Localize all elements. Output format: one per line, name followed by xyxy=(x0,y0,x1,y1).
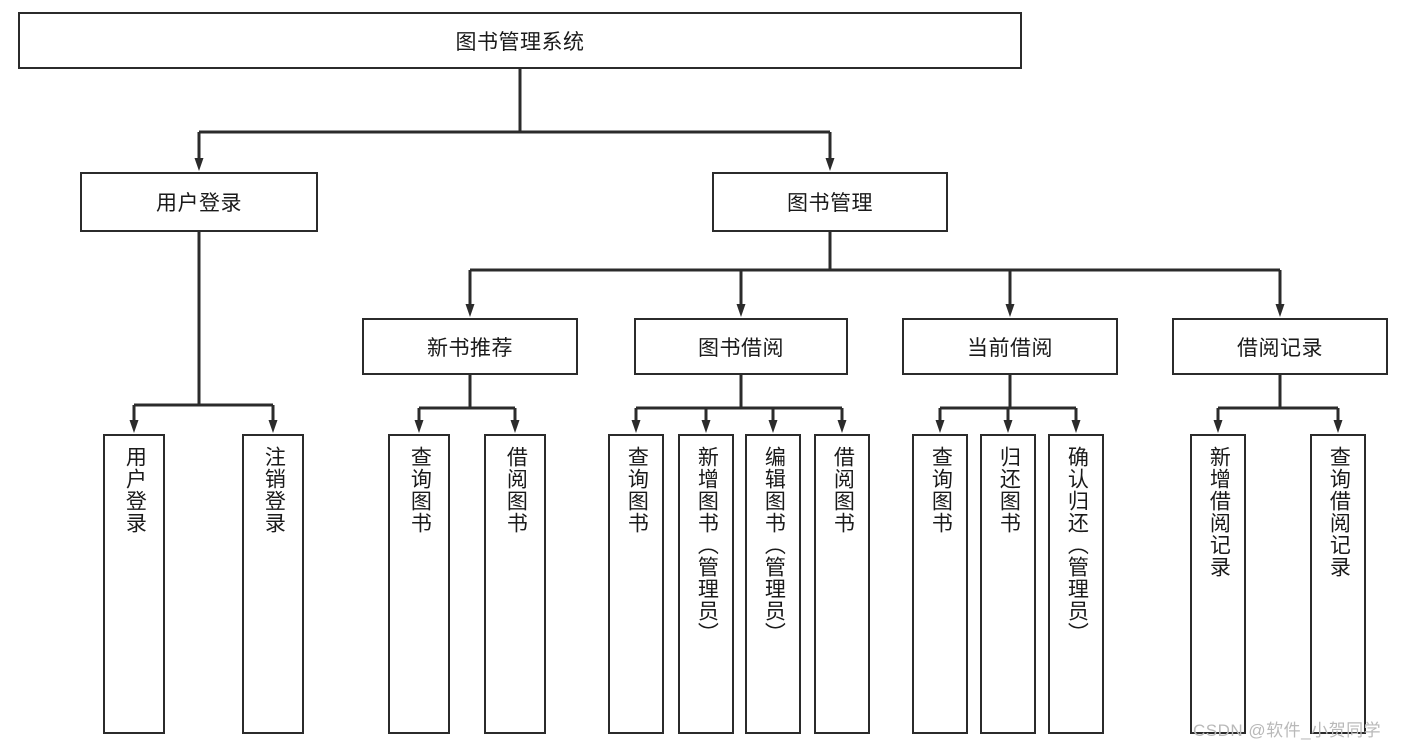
node-label: 借阅记录 xyxy=(1237,336,1323,360)
node-label: 借阅图书 xyxy=(504,446,528,534)
node-leaf-confirm-return-admin[interactable]: 确认归还（管理员） xyxy=(1048,434,1104,734)
node-leaf-query-book-current[interactable]: 查询图书 xyxy=(912,434,968,734)
node-label: 当前借阅 xyxy=(967,336,1053,360)
node-leaf-edit-book-admin[interactable]: 编辑图书（管理员） xyxy=(745,434,801,734)
node-label: 新增图书（管理员） xyxy=(695,446,719,644)
node-leaf-borrow-book-rec[interactable]: 借阅图书 xyxy=(484,434,546,734)
node-label: 注销登录 xyxy=(262,446,286,534)
node-leaf-return-book[interactable]: 归还图书 xyxy=(980,434,1036,734)
node-label: 图书借阅 xyxy=(698,336,784,360)
node-new-book-rec[interactable]: 新书推荐 xyxy=(362,318,578,375)
node-current-borrow[interactable]: 当前借阅 xyxy=(902,318,1118,375)
node-label: 查询图书 xyxy=(625,446,649,534)
node-label: 用户登录 xyxy=(123,446,147,534)
node-label: 借阅图书 xyxy=(831,446,855,534)
node-borrow-record[interactable]: 借阅记录 xyxy=(1172,318,1388,375)
node-leaf-query-book-rec[interactable]: 查询图书 xyxy=(388,434,450,734)
node-label: 归还图书 xyxy=(997,446,1021,534)
node-label: 用户登录 xyxy=(156,192,242,215)
node-label: 查询借阅记录 xyxy=(1327,446,1351,578)
node-book-borrow[interactable]: 图书借阅 xyxy=(634,318,848,375)
node-label: 查询图书 xyxy=(408,446,432,534)
csdn-watermark: CSDN @软件_小贺同学 xyxy=(1193,721,1382,740)
node-label: 新增借阅记录 xyxy=(1207,446,1231,578)
node-label: 新书推荐 xyxy=(427,336,513,360)
node-leaf-add-book-admin[interactable]: 新增图书（管理员） xyxy=(678,434,734,734)
node-leaf-borrow-book[interactable]: 借阅图书 xyxy=(814,434,870,734)
node-user-login[interactable]: 用户登录 xyxy=(80,172,318,232)
node-label: 确认归还（管理员） xyxy=(1065,446,1089,644)
node-leaf-user-logout[interactable]: 注销登录 xyxy=(242,434,304,734)
node-leaf-query-borrow-record[interactable]: 查询借阅记录 xyxy=(1310,434,1366,734)
node-label: 查询图书 xyxy=(929,446,953,534)
node-root[interactable]: 图书管理系统 xyxy=(18,12,1022,69)
node-leaf-query-book-borrow[interactable]: 查询图书 xyxy=(608,434,664,734)
node-leaf-user-login[interactable]: 用户登录 xyxy=(103,434,165,734)
node-book-manage[interactable]: 图书管理 xyxy=(712,172,948,232)
node-label: 图书管理系统 xyxy=(455,30,585,54)
node-label: 图书管理 xyxy=(787,192,873,215)
node-leaf-add-borrow-record[interactable]: 新增借阅记录 xyxy=(1190,434,1246,734)
node-label: 编辑图书（管理员） xyxy=(762,446,786,644)
